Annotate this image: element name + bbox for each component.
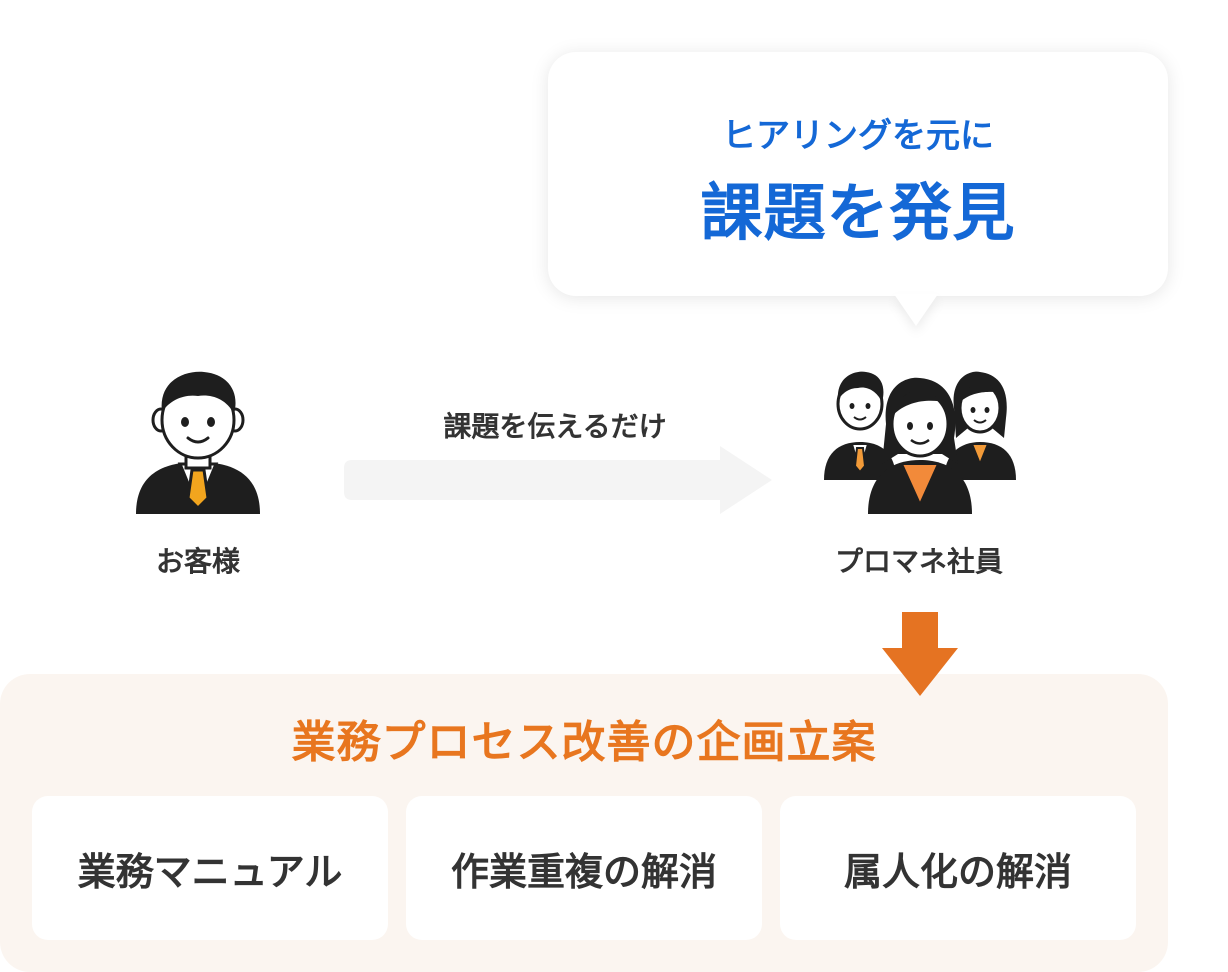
bubble-subtitle: ヒアリングを元に: [722, 116, 994, 156]
plan-item-label: 作業重複の解消: [450, 849, 717, 894]
team-icon: [824, 371, 1016, 514]
right-arrow-icon: [344, 446, 772, 514]
customer-label: お客様: [155, 545, 240, 578]
plan-title: 業務プロセス改善の企画立案: [291, 717, 877, 768]
bubble-tail: [894, 294, 938, 326]
businessman-icon: [136, 371, 260, 514]
bubble-title: 課題を発見: [700, 176, 1016, 249]
speech-bubble: ヒアリングを元に 課題を発見: [548, 52, 1168, 296]
plan-item-dependency: 属人化の解消: [780, 796, 1136, 940]
plan-item-label: 業務マニュアル: [77, 849, 343, 894]
plan-item-manual: 業務マニュアル: [32, 796, 388, 940]
plan-item-duplication: 作業重複の解消: [406, 796, 762, 940]
down-arrow-icon: [882, 612, 958, 696]
plan-item-label: 属人化の解消: [843, 849, 1072, 894]
flow-label: 課題を伝えるだけ: [443, 410, 667, 443]
staff-label: プロマネ社員: [834, 545, 1003, 578]
